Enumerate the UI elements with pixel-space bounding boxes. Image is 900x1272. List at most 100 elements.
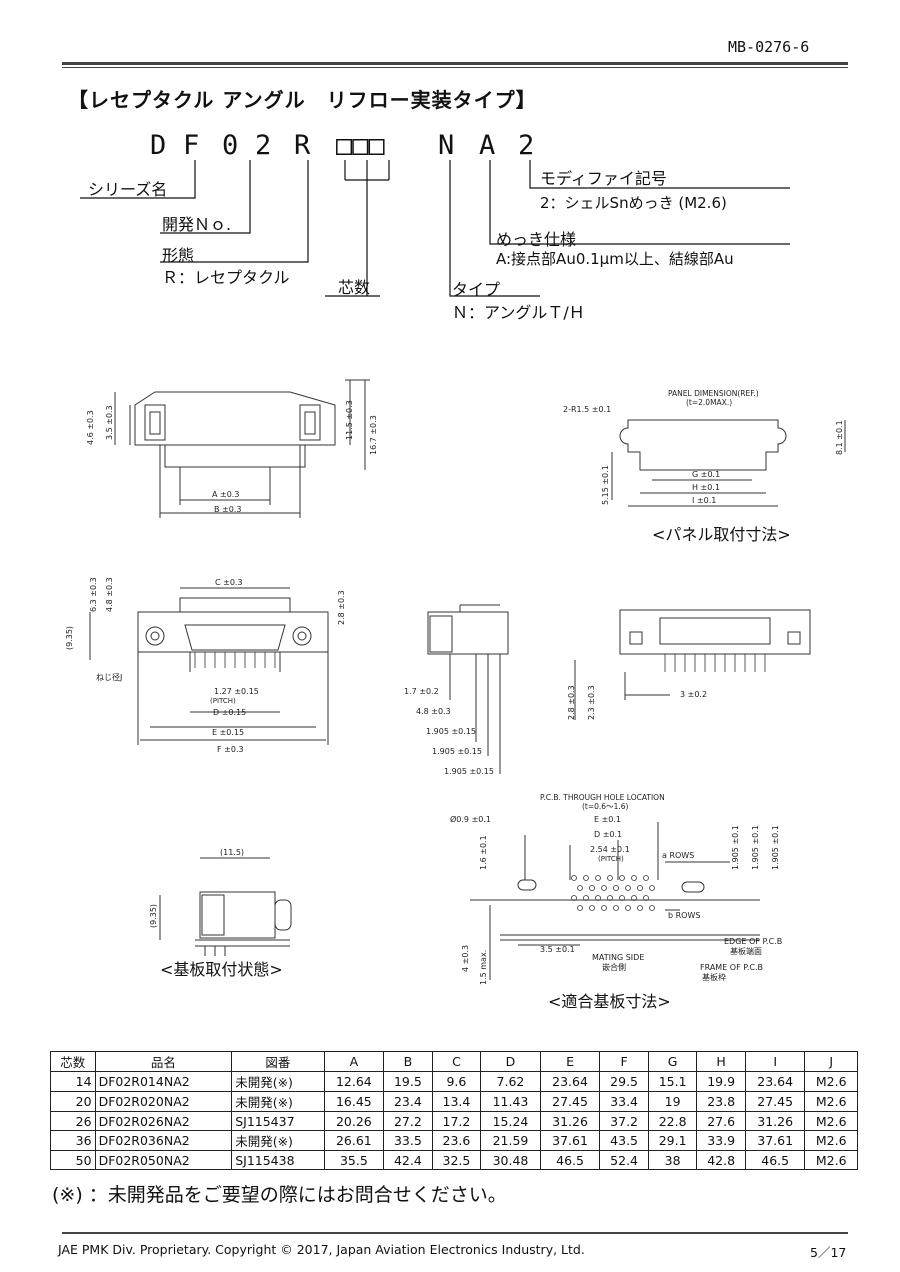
code-char-r: R xyxy=(294,130,311,161)
pcb-1905b: 1.905 ±0.1 xyxy=(751,825,760,870)
code-char-a: A xyxy=(479,130,496,161)
cell: 37.61 xyxy=(539,1130,601,1151)
code-char-d: D xyxy=(150,130,167,161)
cell: 31.26 xyxy=(539,1111,601,1131)
pcb-pitch: 2.54 ±0.1 xyxy=(590,845,630,854)
front-935: (9.35) xyxy=(65,626,74,650)
pcb-4: 4 ±0.3 xyxy=(461,945,470,972)
copyright-footer: JAE PMK Div. Proprietary. Copyright © 20… xyxy=(58,1242,585,1257)
code-char-2: 2 xyxy=(255,130,272,161)
cell: 22.8 xyxy=(647,1111,698,1131)
cell: 33.5 xyxy=(383,1130,433,1151)
code-char-0: 0 xyxy=(222,130,239,161)
front-d: D ±0.15 xyxy=(213,708,246,717)
cell: 19 xyxy=(647,1091,698,1112)
cell: 20.26 xyxy=(323,1111,385,1131)
panel-r: 2-R1.5 ±0.1 xyxy=(563,405,611,414)
pcb-1905c: 1.905 ±0.1 xyxy=(771,825,780,870)
cell: 36 xyxy=(50,1130,96,1151)
code-char-cores: □□□ xyxy=(336,130,385,161)
cell: 21.59 xyxy=(480,1130,541,1151)
mid-48: 4.8 ±0.3 xyxy=(416,707,451,716)
cell: 19.9 xyxy=(696,1071,746,1092)
cell: 未開発(※) xyxy=(231,1091,325,1112)
pcb-frame: FRAME OF P.C.B xyxy=(700,963,763,972)
code-char-f: F xyxy=(183,130,200,161)
front-pitch-label: (PITCH) xyxy=(210,697,236,705)
mid-1905b: 1.905 ±0.15 xyxy=(432,747,482,756)
pcb-mating-jp: 嵌合側 xyxy=(602,962,626,972)
side-view-drawing xyxy=(427,604,509,774)
cell: 46.5 xyxy=(539,1150,601,1170)
front-view-drawing xyxy=(89,587,329,745)
cell: 7.62 xyxy=(480,1071,541,1092)
cell: 未開発(※) xyxy=(231,1130,325,1151)
pcb-drawing xyxy=(470,822,760,980)
pcb-edge-jp: 基板端面 xyxy=(730,946,762,956)
page-title: 【レセプタクル アングル リフロー実装タイプ】 xyxy=(68,88,537,112)
table-row: 36 DF02R036NA2 未開発(※) 26.61 33.5 23.6 21… xyxy=(50,1130,858,1151)
col-d: D xyxy=(480,1051,541,1072)
cell: 37.61 xyxy=(744,1130,806,1151)
pcb-35: 3.5 ±0.1 xyxy=(540,945,575,954)
table-row: 14 DF02R014NA2 未開発(※) 12.64 19.5 9.6 7.6… xyxy=(50,1071,858,1092)
cell: 29.1 xyxy=(647,1130,698,1151)
mid-1905a: 1.905 ±0.15 xyxy=(426,727,476,736)
panel-title: PANEL DIMENSION(REF.) xyxy=(668,389,759,398)
front-f: F ±0.3 xyxy=(217,745,244,754)
panel-h: H ±0.1 xyxy=(692,483,720,492)
table-row: 26 DF02R026NA2 SJ115437 20.26 27.2 17.2 … xyxy=(50,1111,858,1131)
pcb-e: E ±0.1 xyxy=(594,815,621,824)
col-i: I xyxy=(744,1051,806,1072)
cell: 26.61 xyxy=(323,1130,385,1151)
cell: 37.2 xyxy=(599,1111,649,1131)
cell: M2.6 xyxy=(804,1091,858,1112)
cell: DF02R050NA2 xyxy=(94,1150,233,1170)
col-drawing-no: 図番 xyxy=(231,1051,325,1072)
cell: 19.5 xyxy=(383,1071,433,1092)
front-63: 6.3 ±0.3 xyxy=(89,577,98,612)
cell: 43.5 xyxy=(599,1130,649,1151)
pcb-edge: EDGE OF P.C.B xyxy=(724,937,782,946)
cell: M2.6 xyxy=(804,1111,858,1131)
mount-caption: <基板取付状態> xyxy=(160,960,283,979)
pcb-caption: <適合基板寸法> xyxy=(548,992,671,1011)
col-e: E xyxy=(539,1051,601,1072)
cell: 38 xyxy=(647,1150,698,1170)
type-value: Ｎ：アングルＴ/Ｈ xyxy=(452,303,585,322)
code-char-2b: 2 xyxy=(518,130,535,161)
col-part-name: 品名 xyxy=(94,1051,233,1072)
panel-sub: (t=2.0MAX.) xyxy=(686,398,732,407)
dim-115: 11.5 ±0.3 xyxy=(345,400,354,440)
cell: 14 xyxy=(50,1071,96,1092)
cell: 50 xyxy=(50,1150,96,1170)
cell: 27.45 xyxy=(539,1091,601,1112)
dim-a: A ±0.3 xyxy=(212,490,239,499)
cell: 16.45 xyxy=(323,1091,385,1112)
cell: M2.6 xyxy=(804,1150,858,1170)
cell: 23.6 xyxy=(431,1130,482,1151)
type-label: タイプ xyxy=(452,280,501,299)
cell: 33.9 xyxy=(696,1130,746,1151)
availability-note: (※) ：未開発品をご要望の際にはお問合せください。 xyxy=(52,1184,507,1206)
plating-value: A:接点部Au0.1μm以上、結線部Au xyxy=(496,250,734,268)
dim-b: B ±0.3 xyxy=(214,505,241,514)
cell: 12.64 xyxy=(323,1071,385,1092)
form-label: 形態 xyxy=(162,246,195,265)
cell: 29.5 xyxy=(599,1071,649,1092)
cell: 15.1 xyxy=(647,1071,698,1092)
cell: 20 xyxy=(50,1091,96,1112)
cell: SJ115438 xyxy=(231,1150,325,1170)
page-number: 5／17 xyxy=(810,1245,847,1260)
cell: 11.43 xyxy=(480,1091,541,1112)
dim-35: 3.5 ±0.3 xyxy=(105,405,114,440)
pcb-16: 1.6 ±0.1 xyxy=(479,835,488,870)
front-screw: ねじ径J xyxy=(96,672,122,682)
right-28: 2.8 ±0.3 xyxy=(567,685,576,720)
cell: 17.2 xyxy=(431,1111,482,1131)
table-row: 20 DF02R020NA2 未開発(※) 16.45 23.4 13.4 11… xyxy=(50,1091,858,1112)
cell: 23.8 xyxy=(696,1091,746,1112)
cell: 9.6 xyxy=(431,1071,482,1092)
table-header-row: 芯数 品名 図番 A B C D E F G H I J xyxy=(50,1051,858,1072)
front-e: E ±0.15 xyxy=(212,728,244,737)
